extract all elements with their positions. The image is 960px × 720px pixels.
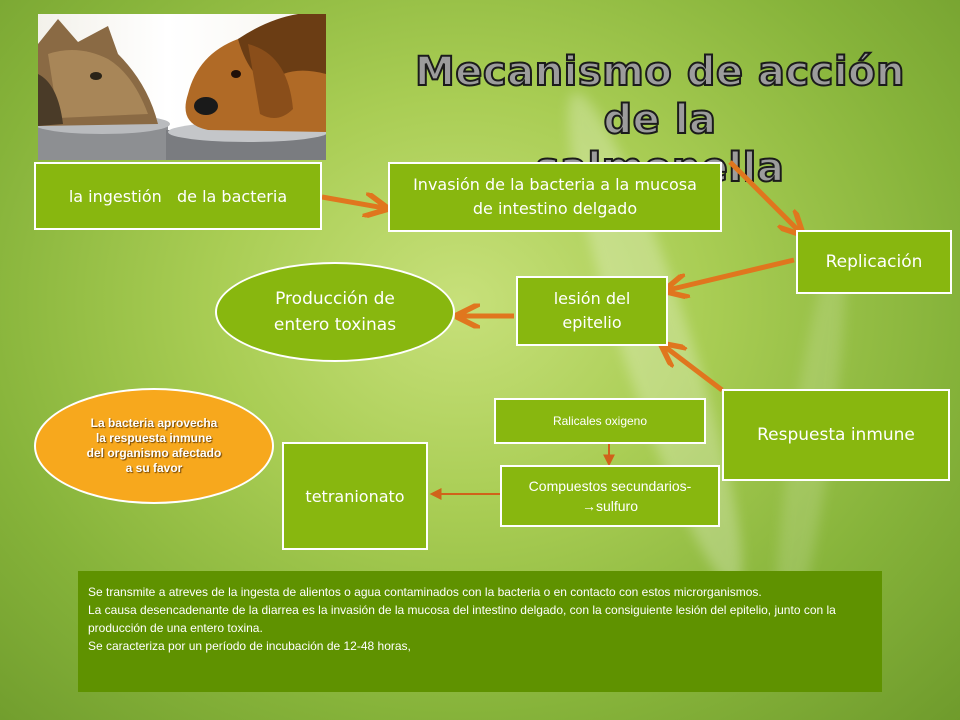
cat-dog-illustration	[38, 14, 326, 160]
node-respuesta-label: Respuesta inmune	[757, 425, 915, 445]
node-respuesta: Respuesta inmune	[722, 389, 950, 481]
node-radicales-label: Ralicales oxigeno	[552, 414, 648, 428]
node-replicacion-label: Replicación	[825, 252, 923, 272]
node-radicales: Ralicales oxigeno	[494, 398, 706, 444]
node-compuestos-label: Compuestos secundarios-	[528, 478, 692, 494]
node-compuestos-sub-label: sulfuro	[595, 498, 639, 514]
node-aprovecha: La bacteria aprovecha la respuesta inmun…	[34, 388, 274, 504]
description-paragraph-3: Se caracteriza por un período de incubac…	[88, 639, 411, 653]
arrow-ingestion-to-invasion	[321, 197, 384, 208]
description-box: Se transmite a atreves de la ingesta de …	[78, 571, 882, 692]
right-arrow-icon: →	[581, 498, 596, 514]
node-tetranionato: tetranionato	[282, 442, 428, 550]
node-aprovecha-label: La bacteria aprovecha la respuesta inmun…	[86, 416, 222, 475]
arrow-invasion-to-replicacion	[728, 160, 800, 232]
cat-dog-photo	[38, 14, 326, 160]
node-ingestion-label: la ingestión de la bacteria	[68, 186, 288, 206]
node-lesion-label: lesión del epitelio	[553, 289, 631, 332]
node-compuestos-sub-row: →sulfuro	[582, 496, 638, 516]
description-paragraph-2: La causa desencadenante de la diarrea es…	[88, 603, 836, 635]
node-produccion: Producción de entero toxinas	[215, 262, 455, 362]
description-paragraph-1: Se transmite a atreves de la ingesta de …	[88, 585, 762, 599]
node-compuestos: Compuestos secundarios- →sulfuro	[500, 465, 720, 527]
arrow-replicacion-to-lesion	[668, 257, 795, 290]
node-lesion: lesión del epitelio	[516, 276, 668, 346]
node-replicacion: Replicación	[796, 230, 952, 294]
node-tetranionato-label: tetranionato	[305, 486, 405, 506]
node-invasion: Invasión de la bacteria a la mucosa de i…	[388, 162, 722, 232]
node-ingestion: la ingestión de la bacteria	[34, 162, 322, 230]
node-produccion-label: Producción de entero toxinas	[273, 289, 397, 335]
node-invasion-label: Invasión de la bacteria a la mucosa de i…	[413, 175, 697, 218]
arrow-respuesta-to-lesion	[664, 346, 724, 392]
title-line-1: Mecanismo de acción de la	[414, 48, 906, 144]
